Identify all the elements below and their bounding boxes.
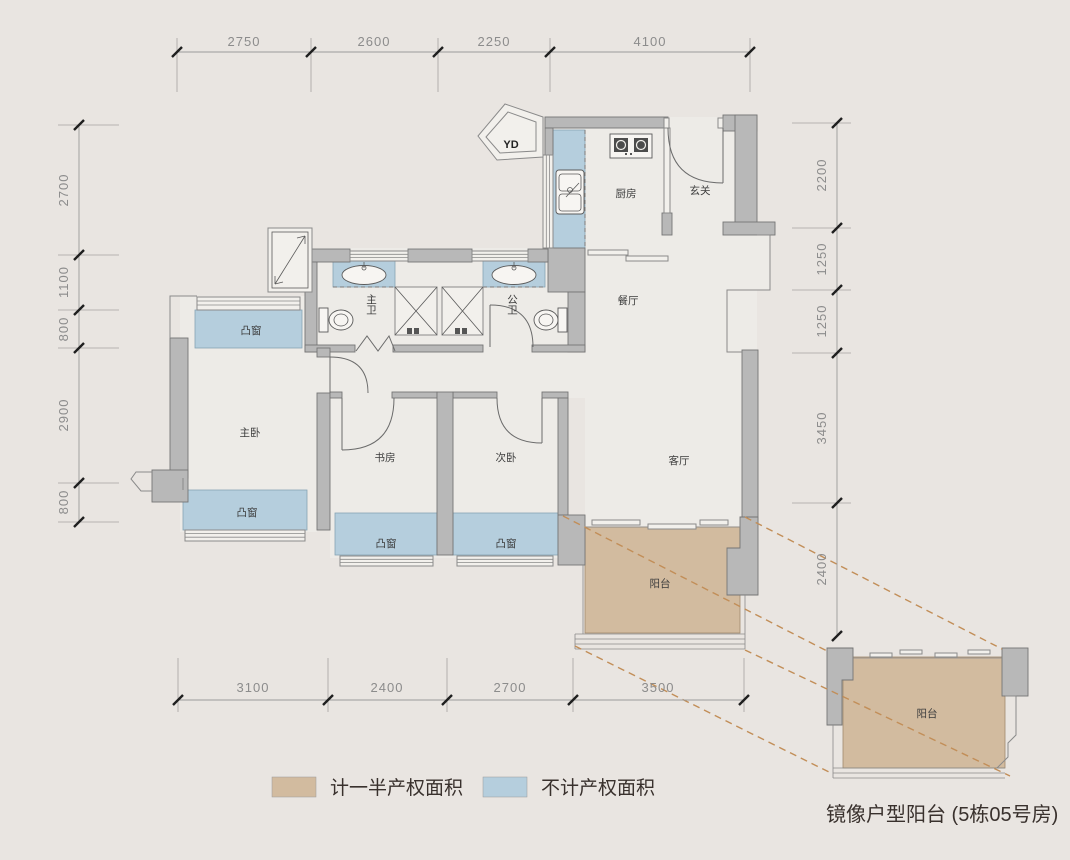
stove (609, 133, 653, 159)
mirror-balcony-area (842, 656, 1006, 769)
kitchen-label: 厨房 (616, 187, 637, 200)
bay-label-master-south: 凸窗 (237, 506, 258, 519)
master-north-bay-window (194, 309, 303, 349)
master-south-sill (184, 529, 306, 542)
dim-top-1: 2750 (228, 34, 261, 49)
mirror-balcony-label: 阳台 (917, 707, 938, 720)
living-label: 客厅 (669, 454, 690, 467)
dim-left-1: 2700 (56, 174, 71, 207)
dim-bottom-2: 2400 (371, 680, 404, 695)
balcony-area (584, 526, 741, 634)
mirror-connector-lines (562, 515, 1011, 777)
windows (184, 154, 554, 567)
equipment-platform (267, 227, 313, 293)
second-bedroom-label: 次卧 (496, 451, 517, 464)
bay-label-second: 凸窗 (496, 537, 517, 550)
walls (151, 114, 1029, 726)
public-toilet (533, 307, 568, 333)
master-bath-label: 主卫 (365, 294, 377, 315)
master-bedroom-label: 主卧 (240, 426, 261, 439)
master-toilet (318, 307, 354, 333)
second-sill (456, 555, 554, 567)
public-basin (491, 262, 537, 285)
dimensions-right: 2200 1250 1250 3450 2400 (792, 117, 851, 642)
kitchen-west-window (542, 154, 554, 249)
master-bath-folding-door (355, 334, 396, 352)
dim-top-4: 4100 (634, 34, 667, 49)
legend-label-half-area: 计一半产权面积 (330, 777, 463, 799)
dim-bottom-1: 3100 (237, 680, 270, 695)
mirror-right-column (1001, 647, 1029, 697)
master-bedroom-door (329, 356, 369, 394)
dim-left-3: 800 (56, 317, 71, 342)
dim-right-4: 3450 (814, 412, 829, 445)
legend-label-excluded-area: 不计产权面积 (541, 777, 655, 799)
master-north-window (196, 296, 301, 311)
master-basin (341, 262, 387, 285)
study-door (341, 397, 395, 451)
study-bay-window (334, 512, 438, 556)
shafts (394, 286, 484, 336)
mirror-balcony-caption: 镜像户型阳台 (5栋05号房) (826, 803, 1058, 826)
thin-outlines (130, 117, 1017, 779)
dimensions-left: 2700 1100 800 2900 800 (56, 119, 119, 528)
dim-bottom-4: 3500 (642, 680, 675, 695)
dimensions-bottom: 3100 2400 2700 3500 (172, 658, 750, 712)
legend-swatch-excluded-area (482, 776, 528, 798)
public-bath-door (489, 304, 534, 348)
study-sill (339, 555, 434, 567)
dim-top-3: 2250 (478, 34, 511, 49)
dimensions-top: 2750 2600 2250 4100 (171, 34, 756, 92)
dim-right-2: 1250 (814, 243, 829, 276)
study-label: 书房 (375, 451, 396, 464)
legend-swatch-half-area (271, 776, 317, 798)
balcony-label: 阳台 (650, 577, 671, 590)
dim-bottom-3: 2700 (494, 680, 527, 695)
dim-right-5: 2400 (814, 553, 829, 586)
flue-label: YD (503, 139, 518, 151)
legend: 计一半产权面积 不计产权面积 (271, 776, 655, 799)
bay-label-study: 凸窗 (376, 537, 397, 550)
public-bath-window (471, 250, 529, 262)
bay-label-master-north: 凸窗 (241, 324, 262, 337)
room-labels: YD 厨房 玄关 餐厅 主卫 公卫 主卧 书房 次卧 客厅 阳台 阳台 凸窗 凸… (237, 139, 938, 720)
doors (329, 127, 724, 451)
kitchen-sink (555, 169, 585, 215)
dim-right-1: 2200 (814, 159, 829, 192)
second-bay-window (452, 512, 559, 556)
dim-left-5: 800 (56, 490, 71, 515)
flue-symbol (477, 103, 544, 161)
second-bedroom-door (496, 397, 543, 444)
entry-door (667, 127, 724, 184)
master-bath-window (349, 250, 409, 262)
entry-label: 玄关 (690, 184, 711, 197)
dim-left-4: 2900 (56, 399, 71, 432)
mirror-left-column (826, 647, 854, 726)
public-bath-label: 公卫 (506, 294, 518, 315)
dim-left-2: 1100 (56, 266, 71, 298)
dining-label: 餐厅 (618, 294, 639, 307)
dim-right-3: 1250 (814, 305, 829, 338)
dim-top-2: 2600 (358, 34, 391, 49)
master-south-bay-window (182, 489, 308, 531)
